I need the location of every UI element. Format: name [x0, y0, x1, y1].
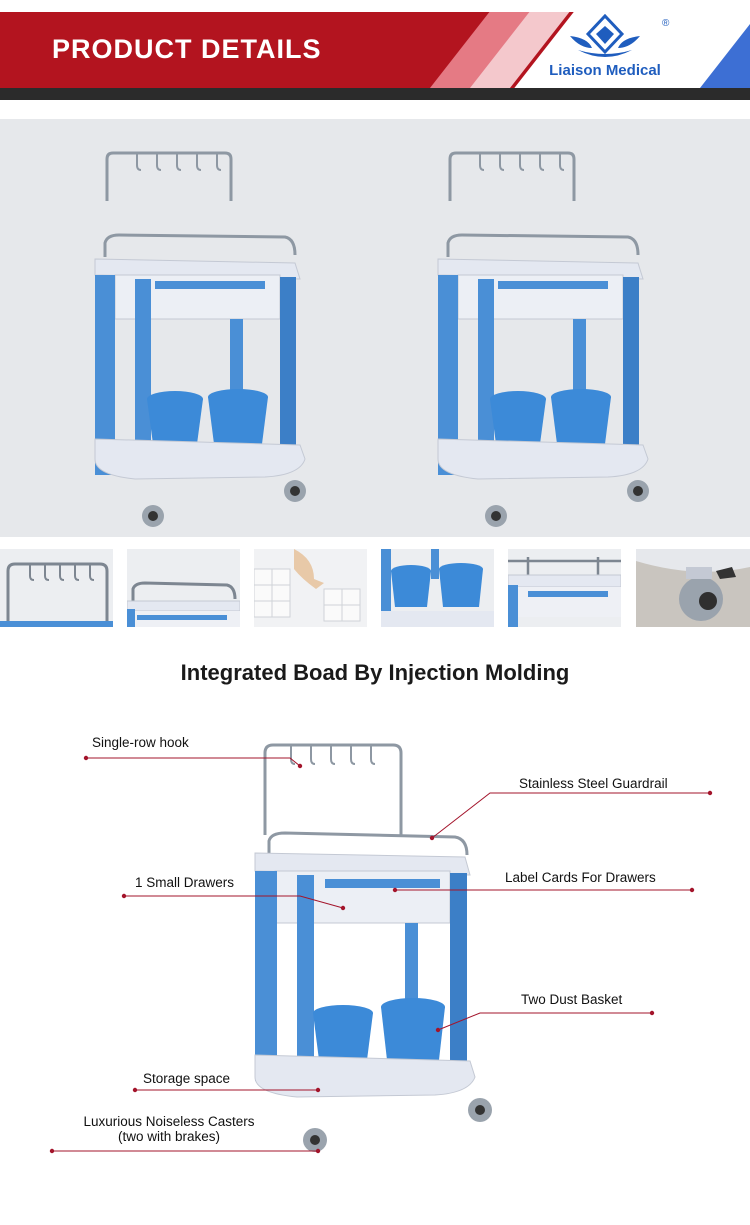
drawer-divider-icon: [254, 549, 361, 622]
annotated-product-diagram: Single-row hook Stainless Steel Guardrai…: [0, 700, 750, 1200]
callout-casters-line1: Luxurious Noiseless Casters: [83, 1114, 255, 1129]
page-header: PRODUCT DETAILS ® Liaison Medical: [0, 0, 750, 100]
thumbnail-guardrail: [127, 549, 240, 627]
thumbnail-caster: [636, 549, 750, 627]
thumbnail-drawer: [508, 549, 621, 627]
drawer-detail-icon: [508, 557, 621, 627]
trolley-illustration-left: [94, 151, 306, 527]
callout-guardrail: Stainless Steel Guardrail: [519, 776, 668, 791]
thumbnail-buckets: [381, 549, 494, 627]
guardrail-detail-icon: [127, 581, 240, 627]
callout-small-drawers: 1 Small Drawers: [135, 875, 235, 890]
product-hero-image: [0, 119, 750, 537]
trolley-illustration-right: [437, 151, 649, 527]
trolley-diagram: [49, 743, 713, 1154]
thumbnail-hook: [0, 549, 113, 627]
caster-detail-icon: [636, 549, 750, 621]
callout-label-cards: Label Cards For Drawers: [505, 870, 656, 885]
header-bottom-bar: [0, 88, 750, 100]
page-title: PRODUCT DETAILS: [52, 34, 322, 64]
callout-dust-basket: Two Dust Basket: [521, 992, 623, 1007]
hook-detail-icon: [0, 562, 113, 627]
callout-single-row-hook: Single-row hook: [92, 735, 189, 750]
brand-logo: ® Liaison Medical: [530, 14, 680, 84]
registered-mark: ®: [662, 18, 670, 29]
callout-storage-space: Storage space: [143, 1071, 231, 1086]
thumbnail-drawer-dividers: [254, 549, 367, 627]
callout-casters-line2: (two with brakes): [117, 1129, 221, 1144]
detail-thumbnail-strip: [0, 549, 750, 627]
bucket-detail-icon: [381, 549, 494, 627]
section-title: Integrated Boad By Injection Molding: [180, 660, 570, 685]
brand-name: Liaison Medical: [549, 62, 661, 79]
callout-casters: Luxurious Noiseless Casters (two with br…: [64, 1114, 274, 1144]
brand-logo-icon: [570, 14, 640, 57]
